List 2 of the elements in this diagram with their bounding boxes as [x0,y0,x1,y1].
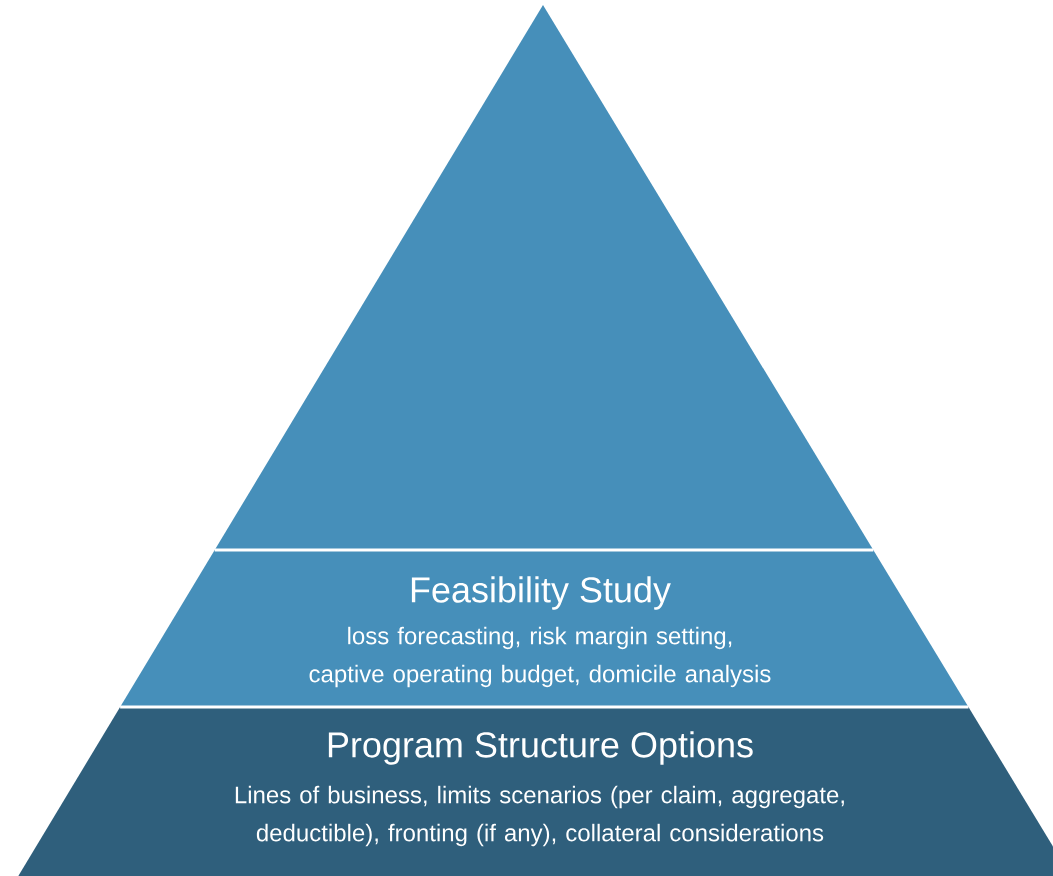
band-description: loss forecasting, risk margin setting, captive operating budget, domicile analysis [309,626,771,688]
band-description: Lines of business, limits scenarios (per claim, aggregate, deductible), fronting (if any), collateral considerations [235,785,844,847]
